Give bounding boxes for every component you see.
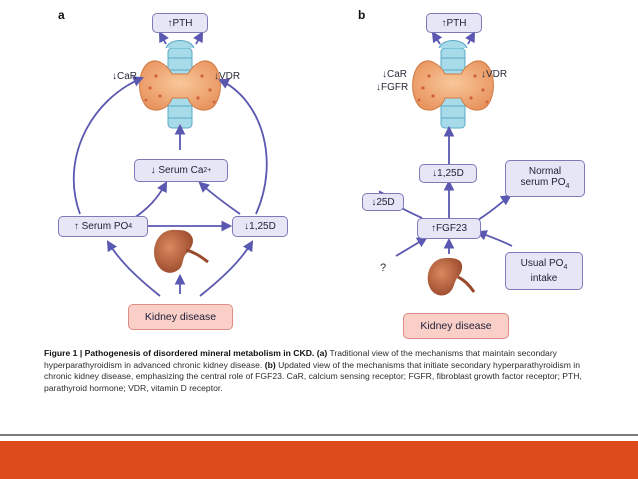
down-arrow-icon: ↓	[244, 221, 250, 232]
down-arrow-icon: ↓	[382, 69, 387, 80]
vdr-label-b: ↓VDR	[481, 69, 508, 80]
down-arrow-icon: ↓	[376, 82, 381, 93]
caption-part-a-text: Traditional view of the mechanisms that …	[44, 348, 557, 370]
thyroid-gland-icon-b	[412, 40, 494, 129]
fgf23-box: ↑FGF23	[417, 218, 481, 239]
question-mark-label: ?	[380, 262, 387, 274]
figure-caption: Figure 1 | Pathogenesis of disordered mi…	[44, 348, 600, 394]
pth-label: PTH	[172, 17, 193, 29]
down-arrow-icon: ↓	[112, 71, 117, 82]
up-arrow-icon: ↑	[73, 221, 79, 232]
vdr-label-a: ↓VDR	[214, 71, 241, 82]
car-label-b: ↓CaR	[382, 69, 408, 80]
footer-divider	[0, 434, 638, 436]
kidney-icon-b	[427, 258, 476, 296]
footer-bar	[0, 441, 638, 479]
25d-box: ↓25D	[362, 193, 404, 211]
caption-part-b-tag: (b)	[264, 359, 276, 370]
pth-box-b: ↑PTH	[426, 13, 482, 33]
kidney-icon-a	[154, 229, 209, 273]
125d-box-a: ↓1,25D	[232, 216, 288, 237]
kidney-disease-box-b: Kidney disease	[403, 313, 509, 339]
panel-a-letter: a	[58, 8, 65, 22]
panel-b-letter: b	[358, 8, 366, 22]
up-arrow-icon: ↑	[441, 17, 447, 29]
down-arrow-icon: ↓	[150, 165, 156, 176]
kidney-disease-box-a: Kidney disease	[128, 304, 233, 330]
arrows-panel-b	[378, 31, 513, 257]
caption-label: Figure 1 | Pathogenesis of disordered mi…	[44, 348, 315, 358]
up-arrow-icon: ↑	[167, 17, 173, 29]
arrows-panel-a	[72, 31, 268, 297]
down-arrow-icon: ↓	[481, 69, 486, 80]
pth-box-a: ↑PTH	[152, 13, 208, 33]
down-arrow-icon: ↓	[371, 196, 377, 208]
caption-part-b-text: Updated view of the mechanisms that init…	[44, 359, 582, 393]
thyroid-gland-icon-a	[139, 40, 221, 129]
125d-box-b: ↓1,25D	[419, 164, 477, 183]
fgfr-label-b: ↓FGFR	[376, 82, 409, 93]
down-arrow-icon: ↓	[214, 71, 219, 82]
up-arrow-icon: ↑	[430, 223, 436, 234]
caption-part-a-tag: (a)	[316, 348, 328, 358]
car-label-a: ↓CaR	[112, 71, 138, 82]
down-arrow-icon: ↓	[432, 168, 438, 179]
